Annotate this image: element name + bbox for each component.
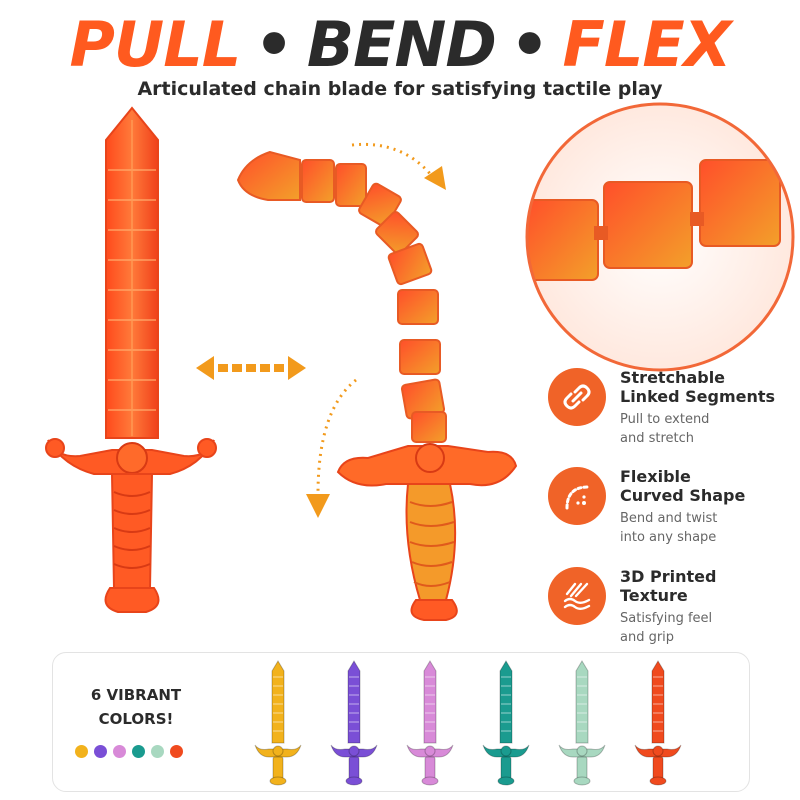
colors-label: 6 VIBRANT COLORS!: [90, 686, 182, 728]
color-variant-sword[interactable]: [477, 659, 535, 787]
zoom-detail-image: [525, 102, 795, 372]
headline-word-flex: FLEX: [562, 8, 732, 81]
curve-icon: [548, 467, 606, 525]
color-swatch[interactable]: [151, 745, 164, 758]
headline-separator: •: [509, 8, 550, 81]
headline-separator: •: [254, 8, 294, 81]
stretch-arrow-icon: [196, 356, 306, 380]
bend-arrow-icon: [306, 142, 446, 518]
feature-title: Stretchable Linked Segments: [620, 368, 776, 406]
bent-sword-image: [236, 150, 518, 621]
product-illustration: [45, 102, 795, 621]
color-swatches: [75, 745, 183, 758]
color-swatch[interactable]: [132, 745, 145, 758]
color-options-panel: 6 VIBRANT COLORS!: [52, 652, 750, 792]
headline: PULL•BEND•FLEX: [0, 8, 800, 82]
color-swatch[interactable]: [75, 745, 88, 758]
straight-sword-image: [45, 106, 217, 613]
feature-description: Bend and twist into any shape: [620, 511, 718, 545]
headline-word-pull: PULL: [69, 8, 241, 81]
feature-title: 3D Printed Texture: [620, 567, 717, 605]
headline-word-bend: BEND: [306, 8, 497, 81]
feature-description: Pull to extend and stretch: [620, 412, 710, 446]
link-icon: [548, 368, 606, 426]
color-swatch[interactable]: [170, 745, 183, 758]
color-variant-sword[interactable]: [401, 659, 459, 787]
subtitle: Articulated chain blade for satisfying t…: [137, 78, 663, 100]
color-variant-sword[interactable]: [249, 659, 307, 787]
color-variant-sword[interactable]: [629, 659, 687, 787]
color-swatch[interactable]: [113, 745, 126, 758]
feature-description: Satisfying feel and grip: [620, 611, 713, 645]
feature-title: Flexible Curved Shape: [620, 467, 746, 505]
texture-icon: [548, 567, 606, 625]
color-swatch[interactable]: [94, 745, 107, 758]
color-variant-sword[interactable]: [553, 659, 611, 787]
color-variant-sword[interactable]: [325, 659, 383, 787]
